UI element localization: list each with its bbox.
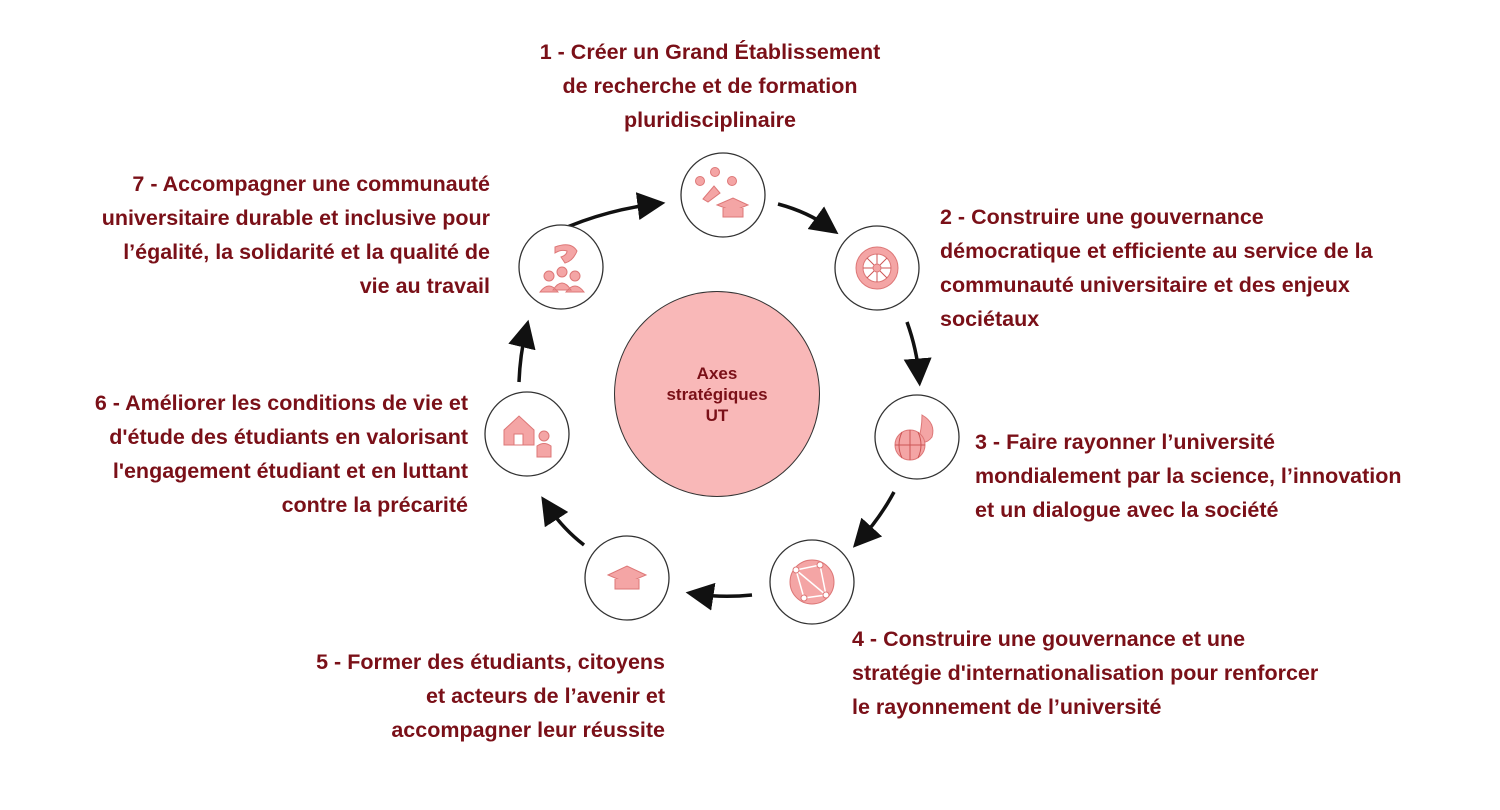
axis-6-label: 6 - Améliorer les conditions de vie et d… bbox=[95, 386, 468, 522]
axis-4-label: 4 - Construire une gouvernance et une st… bbox=[852, 622, 1318, 724]
label-line: 7 - Accompagner une communauté bbox=[132, 172, 490, 196]
label-line: de recherche et de formation bbox=[562, 74, 858, 98]
axis-7-label: 7 - Accompagner une communauté universit… bbox=[102, 167, 490, 303]
students-graduation-icon bbox=[695, 167, 750, 218]
label-line: 1 - Créer un Grand Établissement bbox=[539, 40, 881, 64]
arrow-4-to-5 bbox=[685, 582, 753, 611]
label-line: 2 - Construire une gouvernance bbox=[940, 205, 1264, 229]
arrow-2-to-3 bbox=[903, 321, 932, 387]
label-line: le rayonnement de l’université bbox=[852, 695, 1162, 719]
label-line: 3 - Faire rayonner l’université bbox=[975, 430, 1275, 454]
label-line: accompagner leur réussite bbox=[391, 718, 665, 742]
label-line: mondialement par la science, l’innovatio… bbox=[975, 464, 1402, 488]
label-line: l'engagement étudiant et en luttant bbox=[112, 459, 468, 483]
label-line: sociétaux bbox=[940, 307, 1040, 331]
graduation-cap-icon bbox=[606, 565, 648, 590]
label-line: pluridisciplinaire bbox=[623, 108, 797, 132]
axis-5-label: 5 - Former des étudiants, citoyens et ac… bbox=[316, 645, 665, 747]
label-line: communauté universitaire et des enjeux bbox=[940, 273, 1350, 297]
axis-3-label: 3 - Faire rayonner l’université mondiale… bbox=[975, 425, 1402, 527]
label-line: démocratique et efficiente au service de… bbox=[940, 239, 1373, 263]
arrow-3-to-4 bbox=[852, 491, 896, 548]
label-line: 5 - Former des étudiants, citoyens bbox=[316, 650, 665, 674]
label-line: stratégie d'internationalisation pour re… bbox=[852, 661, 1319, 685]
globe-flame-icon bbox=[894, 414, 934, 461]
hub-line: UT bbox=[705, 405, 729, 425]
label-line: contre la précarité bbox=[281, 493, 468, 517]
label-line: universitaire durable et inclusive pour bbox=[101, 206, 490, 230]
community-hand-icon bbox=[538, 244, 586, 293]
center-hub: Axes stratégiques UT bbox=[614, 291, 820, 497]
label-line: d'étude des étudiants en valorisant bbox=[109, 425, 468, 449]
arrow-6-to-7 bbox=[508, 319, 536, 383]
arrow-5-to-6 bbox=[541, 496, 586, 547]
axis-1-label: 1 - Créer un Grand Établissement de rech… bbox=[460, 35, 960, 137]
gear-icon bbox=[855, 246, 899, 290]
hub-line: Axes bbox=[696, 363, 738, 383]
label-line: 6 - Améliorer les conditions de vie et bbox=[94, 391, 468, 415]
network-globe-icon bbox=[789, 559, 835, 605]
axis-2-label: 2 - Construire une gouvernance démocrati… bbox=[940, 200, 1373, 336]
label-line: vie au travail bbox=[359, 274, 490, 298]
hub-line: stratégiques bbox=[666, 384, 768, 404]
node-1 bbox=[680, 152, 766, 238]
arrow-1-to-2 bbox=[777, 202, 839, 235]
label-line: et un dialogue avec la société bbox=[975, 498, 1279, 522]
house-person-icon bbox=[503, 415, 552, 458]
label-line: 4 - Construire une gouvernance et une bbox=[852, 627, 1246, 651]
label-line: et acteurs de l’avenir et bbox=[426, 684, 665, 708]
label-line: l’égalité, la solidarité et la qualité d… bbox=[123, 240, 490, 264]
